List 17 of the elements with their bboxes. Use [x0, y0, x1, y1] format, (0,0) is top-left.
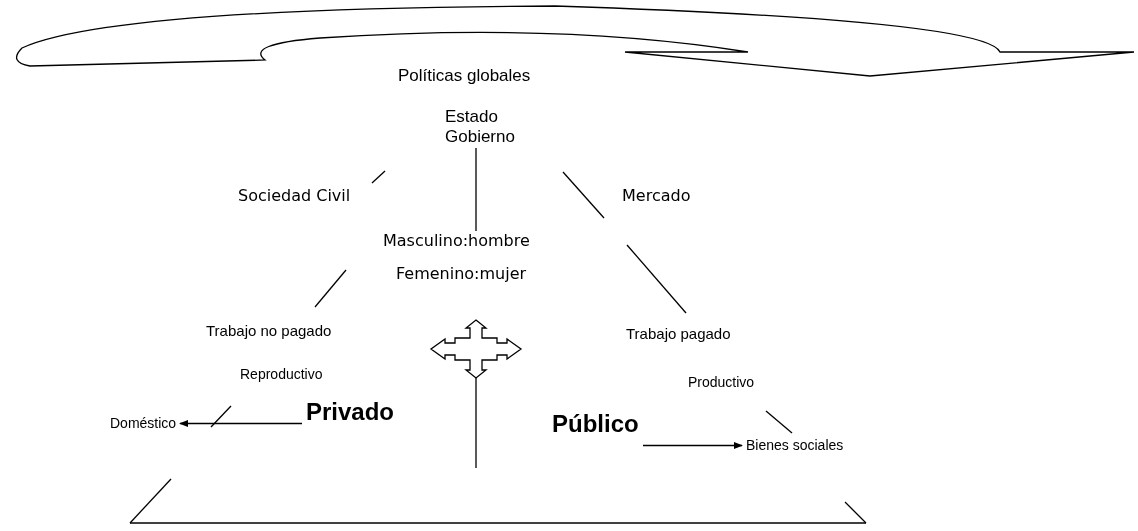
- node-label: Sociedad Civil: [238, 186, 351, 206]
- node-label: Doméstico: [110, 415, 177, 432]
- node-label: Mercado: [622, 186, 691, 206]
- node-label: Trabajo no pagado: [206, 322, 332, 340]
- node-label: Trabajo pagado: [626, 325, 731, 343]
- node-label: Femenino:mujer: [396, 264, 527, 284]
- node-label: Estado Gobierno: [445, 107, 525, 148]
- connector-line: [475, 147, 477, 232]
- node-label: Reproductivo: [240, 366, 323, 383]
- arrow: [642, 441, 743, 450]
- arrow: [179, 419, 303, 428]
- node-label: Bienes sociales: [746, 437, 844, 454]
- node-label: Público: [552, 410, 639, 439]
- node-label: Políticas globales: [398, 66, 531, 87]
- node-label: Productivo: [688, 374, 755, 391]
- node-label: Privado: [306, 398, 395, 427]
- node-label: Masculino:hombre: [383, 231, 530, 251]
